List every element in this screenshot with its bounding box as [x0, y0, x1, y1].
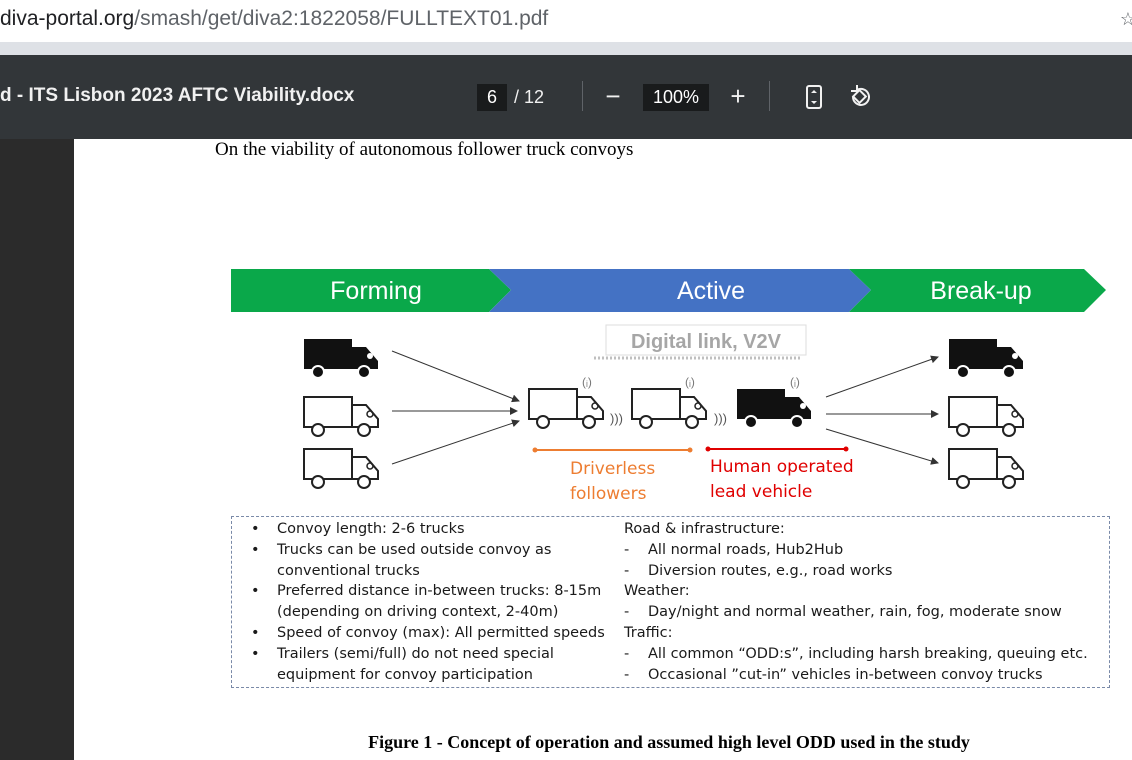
zoom-level-input[interactable]: 100% — [643, 84, 709, 111]
fit-page-icon[interactable] — [799, 82, 829, 112]
url-domain: diva-portal.org — [0, 7, 135, 30]
truck-icon — [948, 338, 1024, 379]
odd-bullet-line: equipment for convoy participation — [277, 666, 533, 683]
range-end-dot — [532, 447, 538, 453]
odd-bullet-line: (depending on driving context, 2-40m) — [277, 604, 559, 621]
truck-icon — [303, 338, 379, 379]
odd-bullet-line: Trailers (semi/full) do not need special — [277, 645, 554, 662]
odd-box: Convoy length: 2-6 trucksTrucks can be u… — [231, 516, 1110, 688]
merge-arrow — [391, 419, 520, 465]
page-total: / 12 — [514, 87, 545, 107]
odd-left-column: Convoy length: 2-6 trucksTrucks can be u… — [248, 519, 608, 685]
odd-bullet-line: Convoy length: 2-6 trucks — [277, 521, 465, 537]
odd-right-column: Road & infrastructure: All normal roads, … — [624, 519, 1104, 685]
odd-section-item: Diversion routes, e.g., road works — [624, 561, 1104, 582]
wireless-signal-icon: ))) — [714, 411, 727, 426]
page-number-input[interactable]: 6 — [477, 84, 507, 111]
zoom-in-button[interactable]: + — [730, 81, 746, 111]
odd-bullet-line: Trucks can be used outside convoy as — [277, 541, 552, 558]
odd-bullet: Speed of convoy (max): All permitted spe… — [248, 623, 608, 644]
digital-link-box — [605, 324, 807, 356]
page-header: On the viability of autonomous follower … — [215, 139, 634, 160]
odd-section-item: Occasional ”cut-in” vehicles in-between … — [624, 665, 1104, 686]
pdf-toolbar: d - ITS Lisbon 2023 AFTC Viability.docx … — [0, 55, 1132, 139]
pdf-side-area — [0, 139, 74, 760]
odd-bullet-line: Speed of convoy (max): All permitted spe… — [277, 624, 605, 641]
odd-section-heading: Traffic: — [624, 624, 673, 641]
wireless-signal-icon: ))) — [610, 411, 623, 426]
odd-section-item: All common “ODD:s”, including harsh brea… — [624, 644, 1104, 665]
human-label-line1: Human operated — [710, 457, 854, 477]
phase-label-active: Active — [677, 277, 745, 305]
rotate-icon[interactable] — [845, 82, 875, 112]
odd-bullet: Trucks can be used outside convoy as conv… — [248, 540, 608, 582]
odd-section-heading: Road & infrastructure: — [624, 521, 785, 537]
truck-icon — [303, 396, 379, 437]
odd-bullet-line: Preferred distance in-between trucks: 8-… — [277, 583, 602, 600]
follower-truck-icon — [631, 388, 707, 429]
odd-bullet: Preferred distance in-between trucks: 8-… — [248, 581, 608, 623]
odd-section-item: All normal roads, Hub2Hub — [624, 540, 1104, 561]
phase-arrow-active — [489, 269, 871, 312]
zoom-out-button[interactable]: − — [605, 81, 621, 111]
toolbar-divider — [582, 81, 583, 111]
document-title: d - ITS Lisbon 2023 AFTC Viability.docx — [0, 85, 355, 106]
truck-icon — [303, 448, 379, 489]
odd-section-item: Day/night and normal weather, rain, fog,… — [624, 602, 1104, 623]
human-label-line2: lead vehicle — [710, 482, 812, 502]
bookmark-star-icon[interactable]: ☆ — [1119, 9, 1132, 29]
range-end-dot — [687, 447, 693, 453]
address-bar[interactable]: diva-portal.org/smash/get/diva2:1822058/… — [0, 0, 1132, 42]
driverless-label-line2: followers — [570, 484, 647, 504]
range-end-dot — [843, 446, 849, 452]
truck-icon — [948, 396, 1024, 437]
pdf-page: On the viability of autonomous follower … — [74, 139, 1132, 760]
phase-label-breakup: Break-up — [930, 277, 1031, 305]
antenna-icon: (ᵢ) — [685, 375, 695, 389]
antenna-icon: (ᵢ) — [582, 375, 592, 389]
phase-arrow-breakup — [849, 269, 1106, 312]
split-arrow — [825, 428, 939, 465]
driverless-label-line1: Driverless — [570, 459, 655, 479]
phase-arrow-forming — [231, 269, 511, 312]
figure-caption: Figure 1 - Concept of operation and assu… — [368, 732, 970, 752]
url-path: /smash/get/diva2:1822058/FULLTEXT01.pdf — [134, 7, 549, 30]
browser-divider — [0, 42, 1132, 55]
lead-truck-icon — [736, 388, 812, 429]
url-text[interactable]: diva-portal.org/smash/get/diva2:1822058/… — [0, 7, 548, 31]
truck-icon — [948, 448, 1024, 489]
concept-diagram: Forming Active Break-up Digital link, V2… — [231, 269, 1106, 504]
split-arrow — [825, 355, 939, 398]
phase-label-forming: Forming — [330, 277, 422, 305]
odd-bullet: Trailers (semi/full) do not need special… — [248, 644, 608, 686]
range-end-dot — [705, 446, 711, 452]
odd-section-heading: Weather: — [624, 583, 690, 600]
follower-truck-icon — [528, 388, 604, 429]
odd-bullet-line: conventional trucks — [277, 562, 420, 579]
merge-arrow — [391, 350, 520, 403]
odd-bullet: Convoy length: 2-6 trucks — [248, 519, 608, 540]
toolbar-divider — [769, 81, 770, 111]
antenna-icon: (ᵢ) — [790, 375, 800, 389]
digital-link-label: Digital link, V2V — [631, 331, 782, 353]
